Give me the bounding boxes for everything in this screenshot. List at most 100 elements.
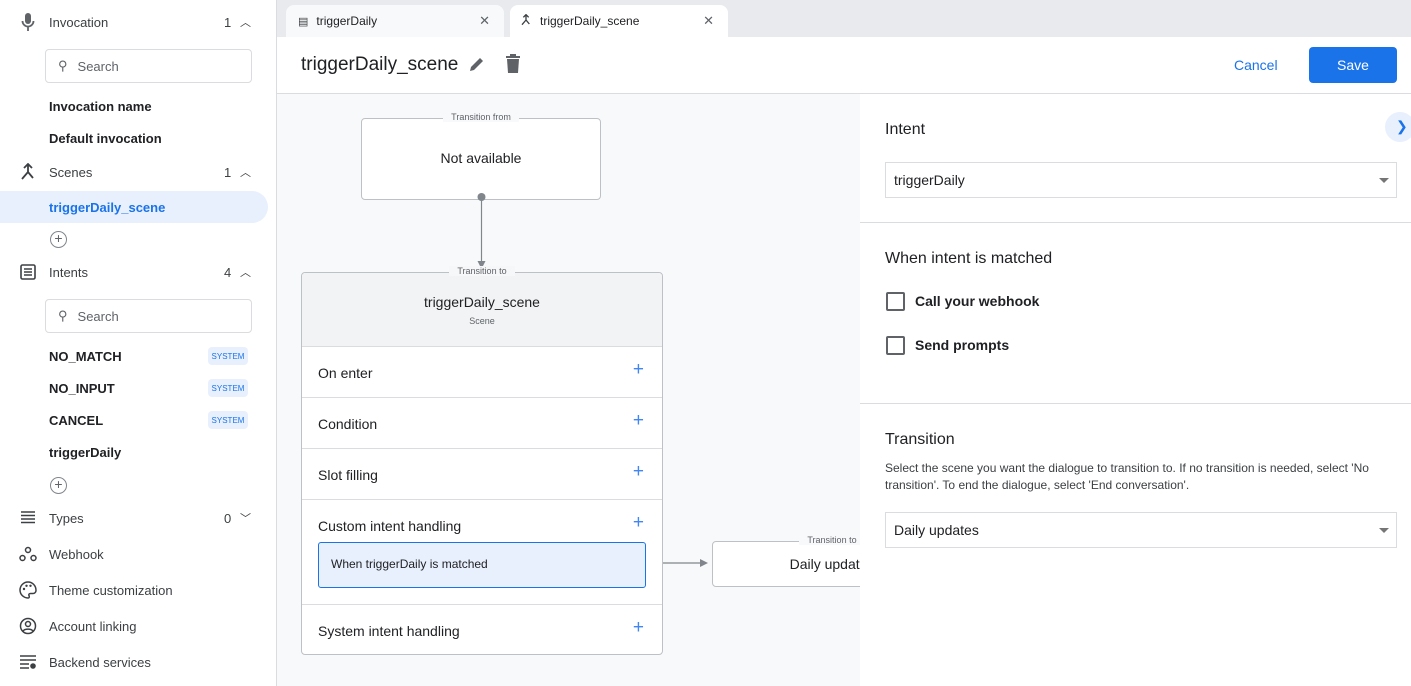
section-count: 1	[224, 164, 232, 180]
intent-handler-when-triggerdaily[interactable]: When triggerDaily is matched	[318, 542, 646, 588]
add-intent-icon[interactable]: +	[50, 477, 67, 494]
nav-label: Webhook	[49, 546, 104, 562]
transition-to-legend: Transition to	[799, 535, 860, 545]
section-label: Invocation	[49, 14, 109, 30]
scene-subtitle: Scene	[469, 316, 495, 326]
add-plus-icon[interactable]: +	[632, 359, 644, 380]
arrow-head	[700, 559, 708, 567]
add-plus-icon[interactable]: +	[632, 410, 644, 431]
transition-to-legend: Transition to	[449, 266, 515, 276]
chevron-up-icon[interactable]: ︿	[240, 267, 251, 279]
palette-icon	[18, 580, 38, 600]
checkbox-label: Call your webhook	[915, 293, 1040, 309]
row-label: Custom intent handling	[318, 518, 462, 534]
row-on-enter[interactable]: On enter +	[302, 346, 662, 397]
intent-handler-panel: ❯ Intent triggerDaily When intent is mat…	[860, 94, 1411, 686]
row-label: System intent handling	[318, 623, 460, 639]
chevron-up-icon[interactable]: ︿	[240, 167, 251, 179]
collapse-chevron-right-icon[interactable]: ❯	[1385, 112, 1411, 142]
close-icon[interactable]: ✕	[703, 13, 714, 28]
transition-from-text: Not available	[440, 150, 522, 166]
chevron-down-icon[interactable]: ﹀	[240, 513, 251, 525]
scene-icon	[520, 13, 532, 29]
intents-search-input[interactable]: ⚲Search	[45, 299, 252, 333]
scene-header: triggerDaily_scene Cancel Save	[277, 37, 1411, 94]
intent-select[interactable]: triggerDaily	[885, 162, 1397, 198]
sidebar-item-theme-customization[interactable]: Theme customization	[0, 575, 276, 605]
webhook-icon	[18, 544, 38, 564]
sidebar-item-backend-services[interactable]: Backend services	[0, 647, 276, 677]
section-count: 0	[224, 510, 232, 526]
cancel-button[interactable]: Cancel	[1234, 57, 1278, 73]
arrow-head	[477, 261, 486, 269]
row-condition[interactable]: Condition +	[302, 397, 662, 448]
account-circle-icon	[18, 616, 38, 636]
search-icon: ⚲	[58, 58, 68, 73]
section-count: 1	[224, 14, 232, 30]
microphone-icon	[18, 12, 38, 32]
search-placeholder: Search	[77, 58, 119, 74]
transition-target-box[interactable]: Transition to Daily updates	[712, 535, 860, 587]
nav-label: Theme customization	[49, 582, 173, 598]
matched-title: When intent is matched	[885, 250, 1053, 267]
backend-settings-icon	[18, 652, 38, 672]
transition-select[interactable]: Daily updates	[885, 512, 1397, 548]
send-prompts-checkbox[interactable]	[886, 336, 905, 355]
sidebar-item-account-linking[interactable]: Account linking	[0, 611, 276, 641]
sidebar-item-invocation-name[interactable]: Invocation name	[49, 99, 152, 114]
system-badge: SYSTEM	[208, 347, 248, 365]
row-label: On enter	[318, 365, 373, 381]
save-button[interactable]: Save	[1309, 47, 1397, 83]
sidebar-item-webhook[interactable]: Webhook	[0, 539, 276, 569]
add-scene-icon[interactable]: +	[50, 231, 67, 248]
divider	[860, 403, 1411, 404]
sidebar-item-no-input[interactable]: NO_INPUT	[49, 381, 115, 396]
search-placeholder: Search	[77, 308, 119, 324]
scene-box: Transition to triggerDaily_scene Scene O…	[301, 266, 663, 655]
add-plus-icon[interactable]: +	[632, 617, 644, 638]
section-label: Intents	[49, 264, 89, 280]
sidebar: Invocation 1 ︿ ⚲ Search Invocation name D…	[0, 0, 277, 686]
section-count: 4	[224, 264, 232, 280]
dropdown-arrow-icon	[1379, 178, 1389, 183]
row-label: Slot filling	[318, 467, 378, 483]
row-slot-filling[interactable]: Slot filling +	[302, 448, 662, 499]
checkbox-label: Send prompts	[915, 337, 1010, 353]
sidebar-item-triggerdaily[interactable]: triggerDaily	[49, 445, 122, 460]
intent-title: Intent	[885, 121, 926, 138]
close-icon[interactable]: ✕	[479, 13, 490, 28]
intent-icon: ▤	[298, 15, 309, 28]
tab-label: triggerDaily	[316, 14, 378, 28]
section-label: Scenes	[49, 164, 93, 180]
sidebar-item-cancel[interactable]: CANCEL	[49, 413, 104, 428]
tab-triggerdaily[interactable]: ▤ triggerDaily ✕	[286, 5, 504, 37]
sidebar-section-intents[interactable]: Intents 4 ︿	[0, 257, 276, 287]
row-label: Condition	[318, 416, 378, 432]
row-custom-intent-handling[interactable]: Custom intent handling + When triggerDail…	[302, 499, 662, 604]
item-label: triggerDaily_scene	[49, 200, 166, 215]
scene-canvas: Transition from Not available Transition…	[277, 94, 860, 686]
chevron-up-icon[interactable]: ︿	[240, 17, 251, 29]
invocation-search-input[interactable]: ⚲ Search	[45, 49, 252, 83]
sidebar-item-default-invocation[interactable]: Default invocation	[49, 131, 162, 146]
call-webhook-checkbox[interactable]	[886, 292, 905, 311]
target-scene-text: Daily updates	[789, 556, 860, 572]
sidebar-item-triggerdaily-scene[interactable]: triggerDaily_scene	[0, 191, 268, 223]
edit-pencil-icon[interactable]	[468, 55, 486, 78]
select-value: triggerDaily	[894, 172, 965, 188]
transition-from-box: Transition from Not available	[361, 112, 601, 200]
delete-trash-icon[interactable]	[505, 54, 521, 79]
sidebar-item-no-match[interactable]: NO_MATCH	[49, 349, 122, 364]
transition-from-legend: Transition from	[443, 112, 519, 122]
scene-icon	[18, 162, 38, 182]
sidebar-section-invocation[interactable]: Invocation 1 ︿	[0, 7, 276, 37]
transition-description: Select the scene you want the dialogue t…	[885, 461, 1369, 492]
system-badge: SYSTEM	[208, 411, 248, 429]
row-system-intent-handling[interactable]: System intent handling +	[302, 604, 662, 655]
sidebar-section-scenes[interactable]: Scenes 1 ︿	[0, 157, 276, 187]
sidebar-section-types[interactable]: Types 0 ﹀	[0, 503, 276, 533]
tab-triggerdaily-scene[interactable]: triggerDaily_scene ✕	[510, 5, 728, 37]
add-plus-icon[interactable]: +	[632, 512, 644, 533]
add-plus-icon[interactable]: +	[632, 461, 644, 482]
transition-title: Transition	[885, 431, 955, 448]
